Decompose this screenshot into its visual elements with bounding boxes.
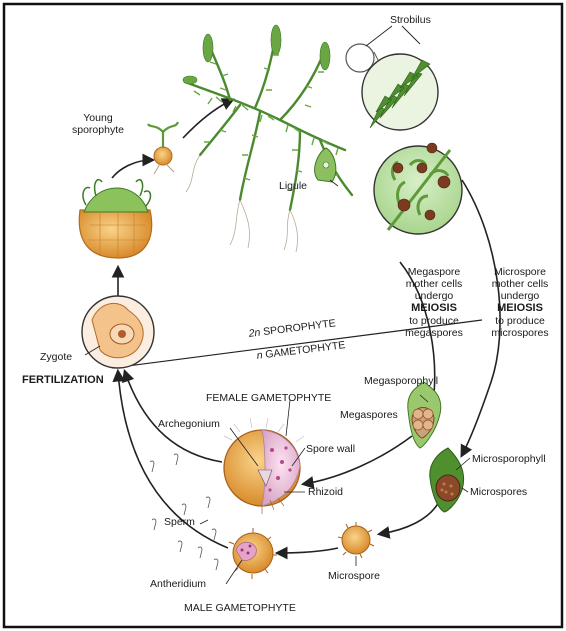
label-young-sporophyte-line2: sporophyte: [72, 124, 124, 136]
mega-line-5: to produce: [404, 315, 464, 327]
label-fertilization: FERTILIZATION: [22, 374, 104, 387]
sperm-cells: [150, 454, 218, 570]
arrow-young-to-mature: [183, 100, 232, 138]
label-young-sporophyte-line1: Young: [72, 112, 124, 124]
mature-sporophyte-plant: [183, 25, 352, 252]
arrow-embryo-to-young-sporophyte: [112, 160, 152, 178]
label-microsporophyll: Microsporophyll: [472, 453, 546, 465]
label-microspore: Microspore: [328, 570, 380, 582]
micro-line-6: microspores: [488, 327, 552, 339]
micro-line-1: Microspore: [488, 266, 552, 278]
label-ligule: Ligule: [279, 180, 307, 192]
label-young-sporophyte: Young sporophyte: [72, 112, 124, 136]
label-strobilus: Strobilus: [390, 14, 431, 26]
sporophyte-ploidy: 2n: [248, 327, 261, 340]
microspore: [342, 526, 370, 554]
micro-line-2: mother cells: [488, 278, 552, 290]
micro-line-5: to produce: [488, 315, 552, 327]
strobilus-pointer-lines: [366, 26, 420, 46]
mega-line-2: mother cells: [404, 278, 464, 290]
mega-line-6: megaspores: [404, 327, 464, 339]
label-female-gametophyte: FEMALE GAMETOPHYTE: [206, 392, 331, 404]
label-antheridium: Antheridium: [150, 578, 206, 590]
gametophyte-ploidy: n: [256, 349, 263, 362]
label-rhizoid: Rhizoid: [308, 486, 343, 498]
label-microspores: Microspores: [470, 486, 527, 498]
embryo-archegonium: [79, 210, 151, 258]
micro-line-meiosis: MEIOSIS: [488, 302, 552, 315]
label-archegonium: Archegonium: [158, 418, 220, 430]
label-sperm: Sperm: [164, 516, 195, 528]
mega-line-1: Megaspore: [404, 266, 464, 278]
label-male-gametophyte: MALE GAMETOPHYTE: [184, 602, 296, 614]
arrow-female-to-fertilization: [125, 372, 222, 462]
label-megaspore-meiosis: Megaspore mother cells undergo MEIOSIS t…: [404, 266, 464, 339]
label-megaspores: Megaspores: [340, 409, 398, 421]
male-gametophyte: [229, 528, 277, 579]
label-spore-wall: Spore wall: [306, 443, 355, 455]
arrow-microsporophyll-to-microspore: [380, 500, 440, 534]
young-sporophyte: [154, 147, 172, 165]
mega-line-meiosis: MEIOSIS: [404, 302, 464, 315]
label-zygote: Zygote: [40, 351, 72, 363]
label-megasporophyll: Megasporophyll: [364, 375, 438, 387]
micro-line-3: undergo: [488, 290, 552, 302]
arrow-microspore-to-male: [278, 548, 338, 553]
label-microspore-meiosis: Microspore mother cells undergo MEIOSIS …: [488, 266, 552, 339]
mega-line-3: undergo: [404, 290, 464, 302]
